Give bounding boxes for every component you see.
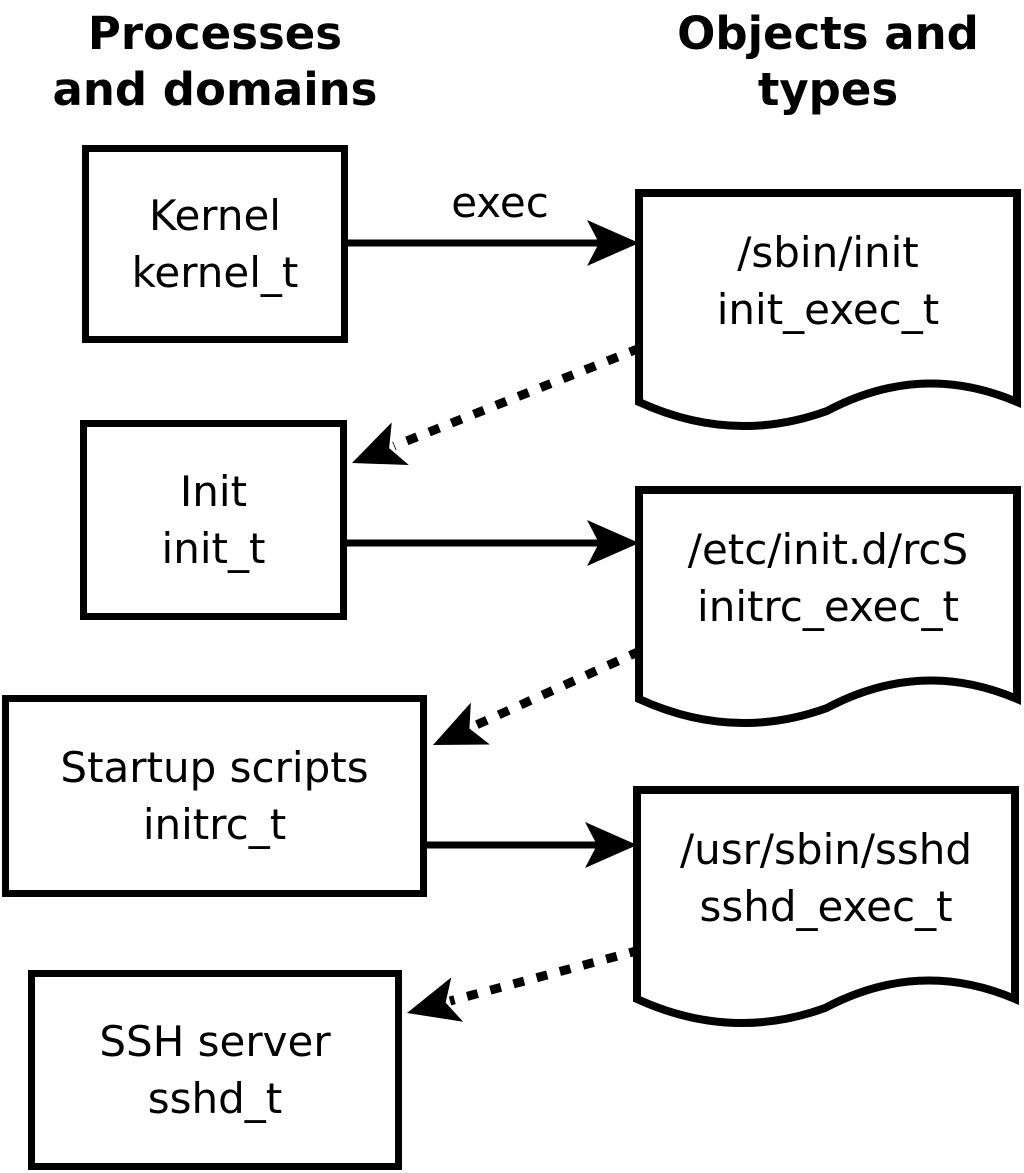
object-type: initrc_exec_t bbox=[697, 581, 959, 631]
exec-arrow-init-to-etc-initd-rcs bbox=[344, 520, 639, 566]
transition-arrow-sbin-init-to-init bbox=[352, 343, 642, 466]
object-document-usr-sbin-sshd bbox=[633, 786, 1019, 1027]
object-path: /etc/init.d/rcS bbox=[687, 524, 969, 574]
process-type: kernel_t bbox=[131, 248, 299, 297]
column-heading-processes: Processes and domains bbox=[52, 7, 378, 116]
object-node-sbin-init: /sbin/init init_exec_t bbox=[639, 193, 1017, 368]
object-node-etc-initd-rcs: /etc/init.d/rcS initrc_exec_t bbox=[639, 490, 1017, 665]
process-type: initrc_t bbox=[142, 800, 287, 849]
transition-arrow-usr-sbin-sshd-to-ssh-server bbox=[407, 945, 642, 1022]
process-box-ssh-server: SSH server sshd_t bbox=[28, 970, 402, 1170]
column-heading-objects: Objects and types bbox=[677, 7, 979, 116]
process-label: SSH server bbox=[99, 1017, 331, 1066]
process-label: Kernel bbox=[149, 191, 281, 240]
process-label: Init bbox=[179, 467, 248, 516]
process-type: sshd_t bbox=[147, 1074, 283, 1123]
process-box-init: Init init_t bbox=[80, 420, 347, 620]
transition-arrow-etc-initd-rcs-to-startup bbox=[433, 646, 642, 745]
object-path: /sbin/init bbox=[737, 227, 919, 277]
exec-arrow-startup-to-usr-sbin-sshd bbox=[424, 822, 637, 868]
exec-edge-label: exec bbox=[451, 178, 549, 227]
process-type: init_t bbox=[161, 524, 266, 573]
object-node-usr-sbin-sshd: /usr/sbin/sshd sshd_exec_t bbox=[637, 790, 1015, 965]
object-path: /usr/sbin/sshd bbox=[679, 824, 973, 874]
process-label: Startup scripts bbox=[60, 743, 369, 792]
process-box-startup-scripts: Startup scripts initrc_t bbox=[2, 695, 427, 897]
exec-arrow-kernel-to-sbin-init bbox=[345, 220, 639, 266]
object-type: init_exec_t bbox=[716, 284, 940, 334]
object-document-etc-initd-rcs bbox=[635, 486, 1021, 727]
object-document-sbin-init bbox=[635, 189, 1021, 430]
object-type: sshd_exec_t bbox=[699, 881, 953, 931]
process-box-kernel: Kernel kernel_t bbox=[82, 145, 348, 343]
